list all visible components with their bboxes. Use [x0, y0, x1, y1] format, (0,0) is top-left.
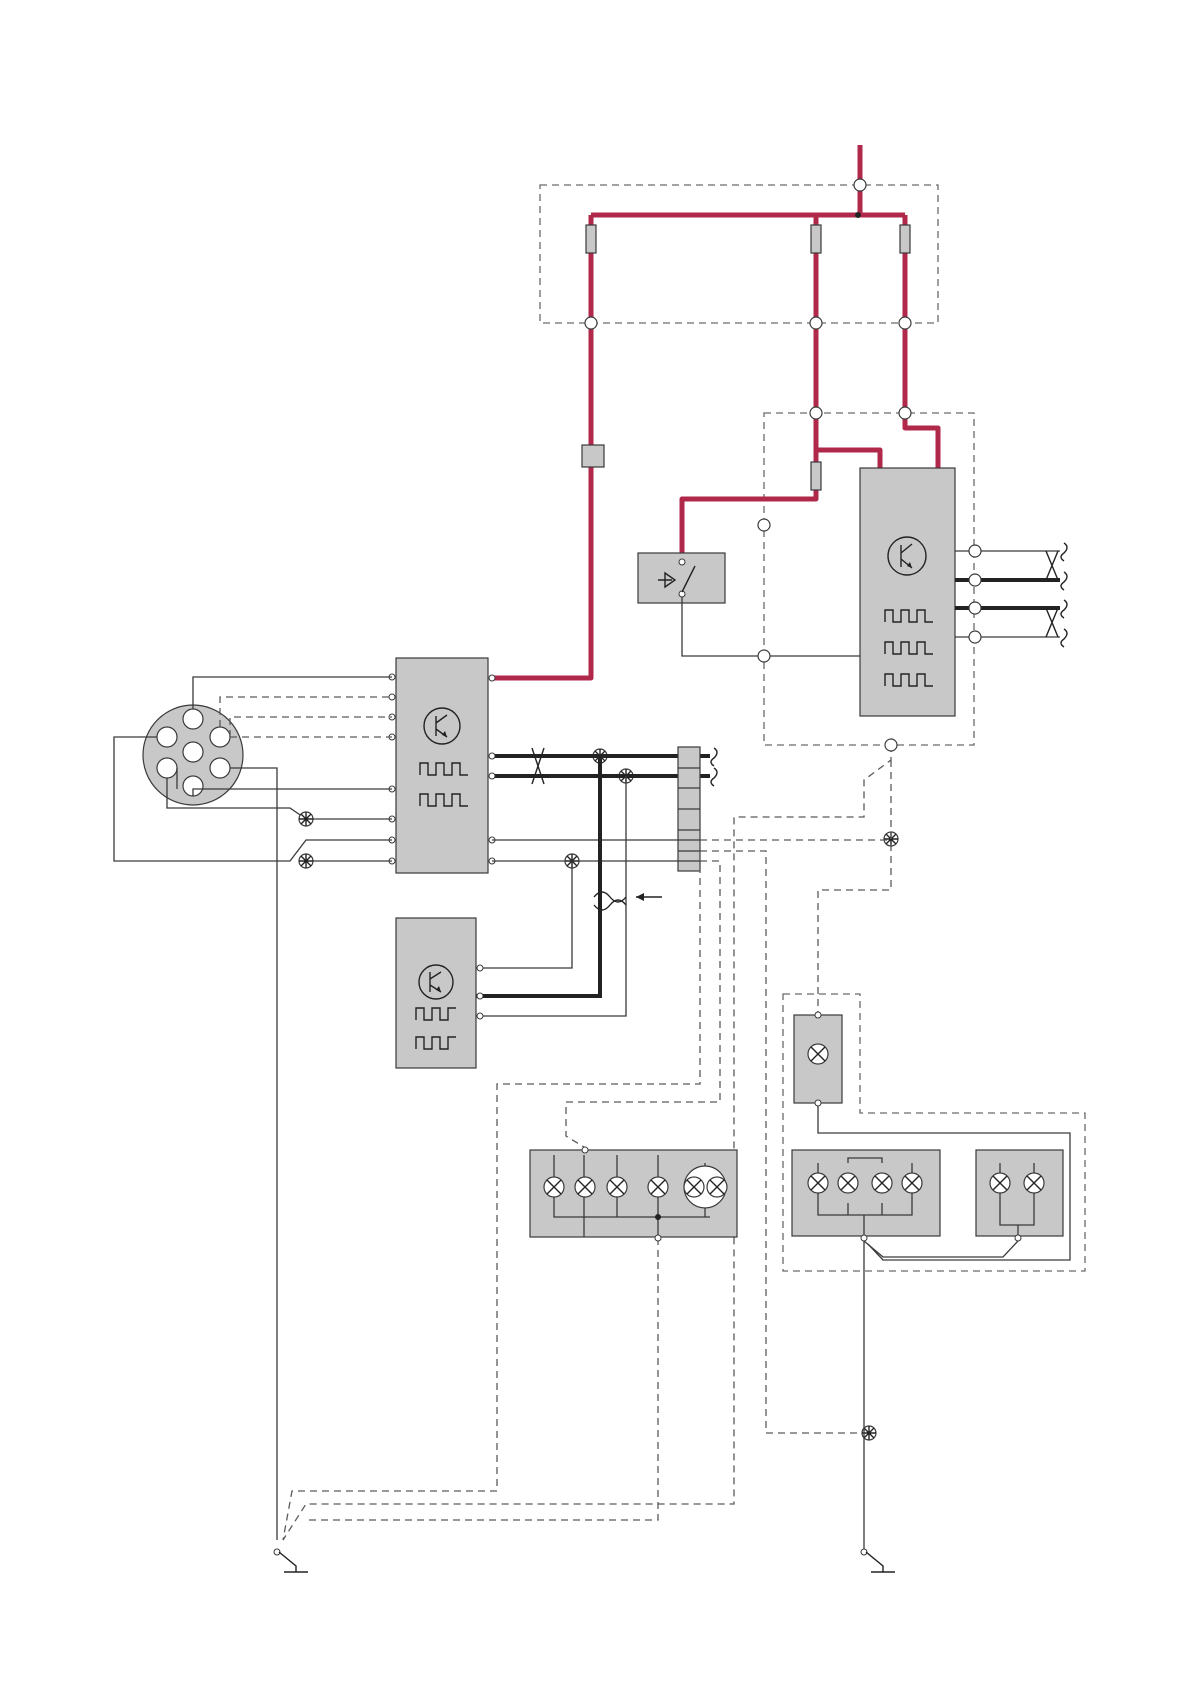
lower-bus: [476, 756, 662, 1016]
relay-return-node: [758, 650, 770, 662]
fuse-1: [586, 225, 596, 253]
control-module-upper: [860, 468, 955, 716]
power-fuse2-down: [682, 215, 816, 562]
control-module-center: [396, 658, 488, 873]
fuse-3: [900, 225, 910, 253]
power-node-um3: [899, 407, 911, 419]
power-node-um2: [810, 407, 822, 419]
power-node-top: [854, 179, 866, 191]
upper-module-bus: [955, 543, 1067, 647]
power-node-fb1: [585, 317, 597, 329]
power-fuse2-branch: [816, 450, 880, 468]
inline-connector-block: [582, 445, 604, 467]
power-node-fb3: [899, 317, 911, 329]
lamp-cluster-right-b: [976, 1150, 1063, 1236]
ground-icon-right: [861, 1549, 895, 1572]
control-module-lower: [396, 918, 476, 1068]
power-fuse1-down: [493, 215, 591, 678]
center-low-wires: [492, 840, 700, 861]
socket-wiring: [114, 677, 392, 1540]
junction-dot: [855, 212, 861, 218]
power-node-fb2: [810, 317, 822, 329]
relay-return-wire: [682, 597, 860, 656]
fuse-box-enclosure: [540, 185, 938, 323]
dashed-wiring: [283, 745, 891, 1540]
lamp-cluster-right-a: [792, 1150, 940, 1236]
ground-icon-left: [274, 1549, 308, 1572]
lamp-icon-single: [808, 1044, 828, 1064]
fuse-2: [811, 225, 821, 253]
fuse-4: [811, 462, 821, 490]
upper-module-bottom-node: [885, 739, 897, 751]
power-node-relay: [758, 519, 770, 531]
